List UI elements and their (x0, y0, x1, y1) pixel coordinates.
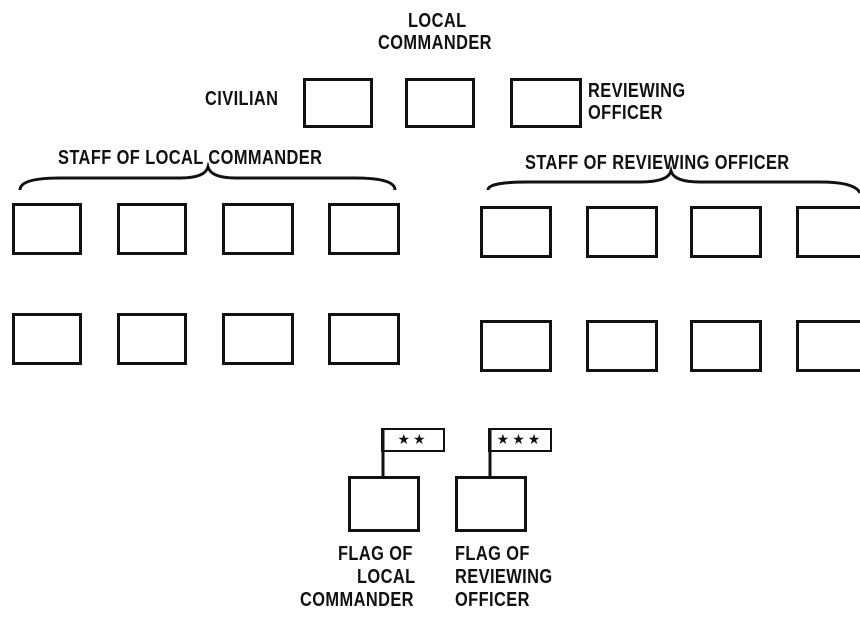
flag-local-caption-line2: LOCAL (357, 566, 416, 588)
flag-reviewing-officer: ★★★ (488, 428, 552, 452)
reviewing-staff-seat (586, 206, 658, 258)
staff-local-commander-label: STAFF OF LOCAL COMMANDER (58, 147, 323, 169)
flag-reviewing-caption-line1: FLAG OF (455, 543, 530, 565)
local-staff-seat (222, 313, 294, 365)
local-staff-seat (12, 313, 82, 365)
flag-reviewing-stars: ★★★ (496, 432, 544, 448)
reviewing-staff-seat (480, 206, 552, 258)
flag-reviewing-stand (455, 476, 527, 532)
flag-local-caption-line1: FLAG OF (338, 543, 413, 565)
local-staff-seat (328, 313, 400, 365)
brace-local-commander (18, 161, 397, 191)
civilian-seat (303, 78, 373, 128)
reviewing-staff-seat (796, 206, 860, 258)
brace-reviewing-officer (486, 165, 860, 194)
local-staff-seat (117, 313, 187, 365)
flag-local-commander: ★★ (381, 428, 445, 452)
flag-local-caption-line3: COMMANDER (300, 589, 414, 611)
reviewing-staff-seat (690, 206, 762, 258)
reviewing-staff-seat (796, 320, 860, 372)
local-commander-label-line2: COMMANDER (378, 32, 492, 54)
reviewing-officer-label-line1: REVIEWING (588, 80, 686, 102)
local-staff-seat (12, 203, 82, 255)
local-staff-seat (222, 203, 294, 255)
reviewing-staff-seat (480, 320, 552, 372)
reviewing-staff-seat (690, 320, 762, 372)
flag-local-stars: ★★ (397, 432, 429, 448)
reviewing-officer-label-line2: OFFICER (588, 102, 663, 124)
reviewing-officer-seat (510, 78, 582, 128)
reviewing-staff-seat (586, 320, 658, 372)
staff-reviewing-officer-label: STAFF OF REVIEWING OFFICER (525, 152, 790, 174)
civilian-label: CIVILIAN (205, 88, 279, 110)
flag-reviewing-caption-line3: OFFICER (455, 589, 530, 611)
local-commander-seat (405, 78, 475, 128)
flag-local-stand (348, 476, 420, 532)
local-staff-seat (117, 203, 187, 255)
flag-reviewing-caption-line2: REVIEWING (455, 566, 553, 588)
local-commander-label-line1: LOCAL (408, 10, 467, 32)
local-staff-seat (328, 203, 400, 255)
